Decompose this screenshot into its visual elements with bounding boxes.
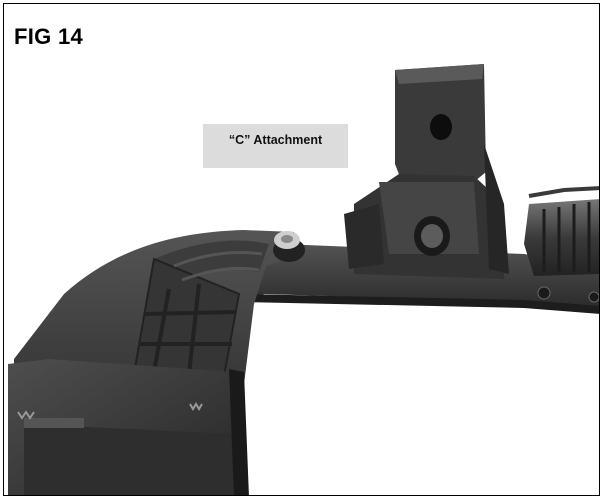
bolt-head: [273, 231, 305, 262]
machine-part-photo: [8, 64, 599, 495]
spring-clip: [24, 418, 84, 428]
lower-plate: [8, 359, 249, 495]
grip-handle: [524, 186, 599, 276]
figure-label: FIG 14: [14, 24, 84, 49]
c-attachment-bracket: [344, 64, 509, 279]
c-attachment-callout: “C” Attachment: [203, 124, 348, 168]
figure-frame: FIG 14 “C” Attachment: [3, 3, 600, 496]
